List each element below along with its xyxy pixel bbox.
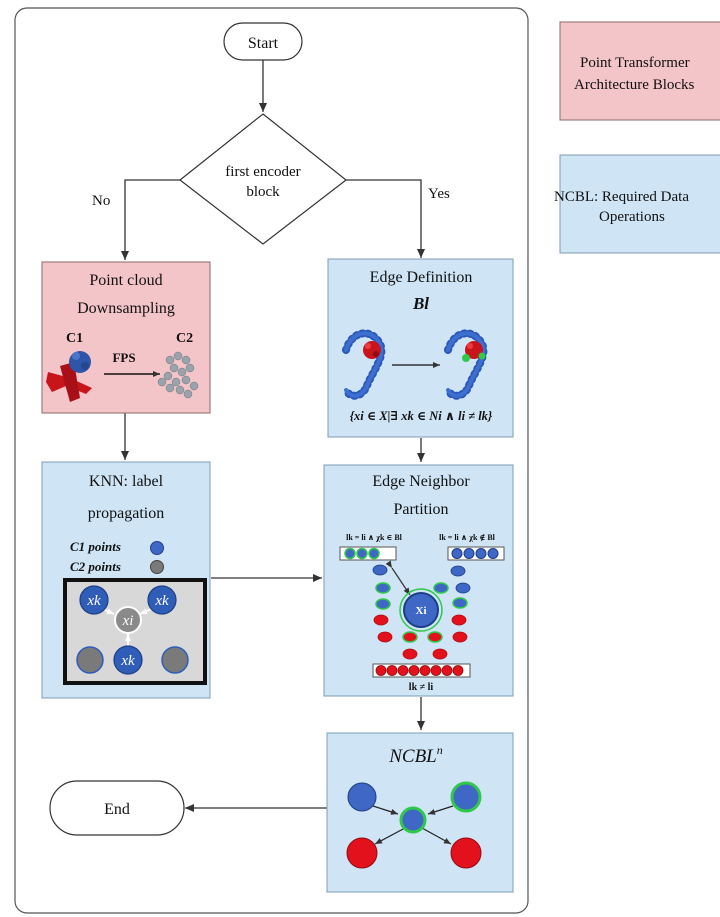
decision-label-line2: block bbox=[246, 184, 280, 200]
c2-point-cloud-image bbox=[157, 351, 199, 399]
decision-label-line1: first encoder bbox=[225, 164, 300, 180]
legend-blue-box bbox=[559, 154, 720, 254]
knn-node-xi-label: xi bbox=[122, 613, 134, 629]
edge-neighbor-bar-left-points bbox=[344, 547, 380, 560]
edge-definition-formula: {xi ∈ X|∃ xk ∈ Ni ∧ li ≠ lk} bbox=[350, 409, 493, 423]
edge-neighbor-center-node bbox=[403, 592, 439, 628]
edge-neighbor-title-line2: Partition bbox=[393, 501, 448, 518]
ncbl-node-center bbox=[399, 806, 427, 834]
edge-neighbor-label-bottom: lk ≠ li bbox=[409, 682, 434, 693]
knn-node-xi bbox=[114, 606, 142, 634]
knn-node-gray-right bbox=[161, 646, 189, 674]
ncbl-node-blue bbox=[347, 782, 377, 812]
legend-red-box bbox=[559, 21, 720, 121]
knn-node-xk-bottom-label: xk bbox=[120, 653, 135, 669]
knn-node-xk-top-left bbox=[79, 585, 109, 615]
ncbl-title-sup: n bbox=[437, 743, 443, 757]
knn-title-line1: KNN: label bbox=[89, 473, 164, 490]
knn-legend-c1-dot bbox=[150, 541, 164, 555]
end-label: End bbox=[104, 801, 130, 818]
edge-neighbor-box bbox=[323, 464, 514, 697]
knn-node-xk-top-right bbox=[147, 585, 177, 615]
downsampling-title-line2: Downsampling bbox=[77, 300, 175, 317]
edge-neighbor-center-label: Xi bbox=[416, 605, 427, 617]
ncbl-node-red-right bbox=[450, 837, 482, 869]
end-terminal bbox=[49, 780, 185, 836]
edge-neighbor-scatter-points bbox=[372, 564, 471, 660]
edge-neighbor-label-right: lk = li ∧ χk ∉ Bl bbox=[439, 533, 496, 542]
legend-red-line1: Point Transformer bbox=[580, 55, 690, 71]
edge-neighbor-label-left: lk = li ∧ χk ∈ Bl bbox=[346, 533, 403, 542]
start-terminal bbox=[223, 22, 303, 61]
knn-legend-c1: C1 points bbox=[70, 539, 121, 554]
edge-definition-cloud-right bbox=[444, 329, 488, 400]
legend-red-line2: Architecture Blocks bbox=[574, 77, 695, 93]
edge-neighbor-title-line1: Edge Neighbor bbox=[372, 473, 470, 490]
edge-neighbor-center-ring bbox=[399, 588, 443, 632]
edge-neighbor-bar-right-points bbox=[451, 548, 499, 559]
knn-legend-c2: C2 points bbox=[70, 559, 121, 574]
edge-definition-symbol: Bl bbox=[412, 294, 429, 313]
ncbl-node-red-left bbox=[346, 837, 378, 869]
edge-neighbor-link-arrow bbox=[385, 560, 411, 596]
branch-no-label: No bbox=[92, 193, 110, 209]
knn-title-line2: propagation bbox=[88, 505, 164, 522]
decision-diamond bbox=[179, 113, 347, 245]
knn-legend-c2-dot bbox=[150, 560, 164, 574]
edge-neighbor-bar-bottom-points bbox=[375, 665, 464, 676]
knn-node-xk-bottom bbox=[113, 645, 143, 675]
start-label: Start bbox=[248, 35, 279, 52]
knn-node-xk-top-left-label: xk bbox=[86, 593, 101, 609]
diagram-frame bbox=[14, 7, 529, 914]
edge-definition-cloud-left bbox=[342, 329, 386, 400]
c1-label: C1 bbox=[66, 331, 83, 346]
downsampling-title-line1: Point cloud bbox=[89, 272, 162, 289]
c2-label: C2 bbox=[176, 331, 193, 346]
connectors bbox=[121, 60, 425, 812]
fps-label: FPS bbox=[112, 350, 135, 365]
c1-point-cloud-image bbox=[46, 351, 92, 402]
knn-node-gray-left bbox=[76, 646, 104, 674]
legend-blue-line1: NCBL: Required Data bbox=[554, 189, 689, 205]
branch-yes-label: Yes bbox=[428, 186, 450, 202]
ncbl-graph-edges bbox=[372, 805, 454, 845]
legend-blue-line2: Operations bbox=[599, 209, 665, 225]
ncbl-title-base: NCBL bbox=[388, 746, 437, 767]
ncbl-node-blue-green-ring bbox=[450, 781, 482, 813]
ncbl-title: NCBLn bbox=[388, 743, 443, 767]
knn-node-xk-top-right-label: xk bbox=[154, 593, 169, 609]
arrow-decision-no bbox=[121, 179, 180, 260]
edge-definition-title: Edge Definition bbox=[370, 269, 473, 286]
arrow-decision-yes bbox=[346, 179, 425, 258]
